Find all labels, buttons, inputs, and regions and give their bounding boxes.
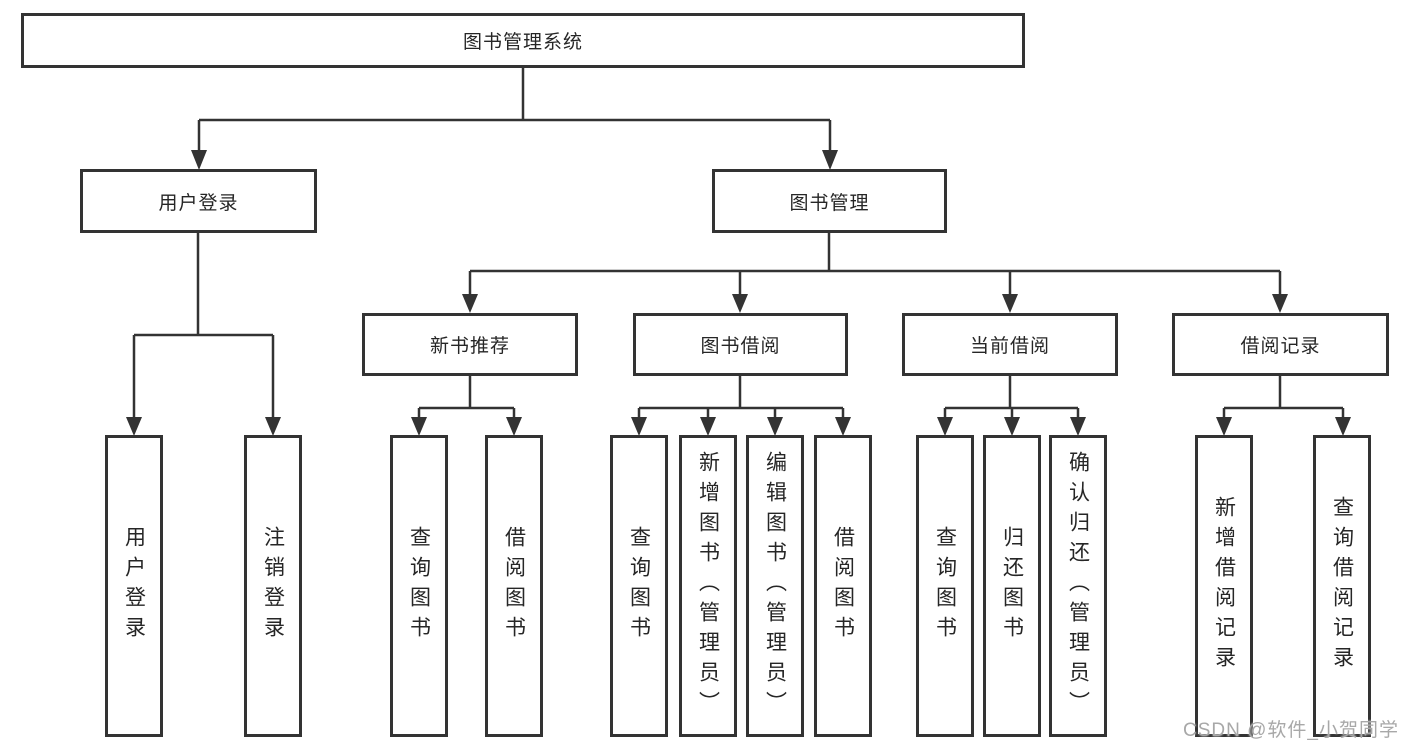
node-book-management: 图书管理 [712, 169, 947, 233]
node-root-system: 图书管理系统 [21, 13, 1025, 68]
node-book-borrow: 图书借阅 [633, 313, 848, 376]
leaf-label: 借阅图书 [831, 526, 855, 646]
leaf-user-login: 用户登录 [105, 435, 163, 737]
leaf-label: 编辑图书（管理员） [763, 451, 787, 721]
node-user-login: 用户登录 [80, 169, 317, 233]
csdn-watermark: CSDN @软件_小贺同学 [1183, 720, 1399, 741]
node-label: 图书管理系统 [462, 32, 583, 53]
node-label: 借阅记录 [1240, 336, 1321, 357]
leaf-return-books: 归还图书 [983, 435, 1041, 737]
node-label: 图书管理 [789, 192, 870, 214]
leaf-borrow-books-recommend: 借阅图书 [485, 435, 543, 737]
leaf-label: 查询图书 [407, 526, 431, 646]
node-current-borrow: 当前借阅 [902, 313, 1118, 376]
leaf-label: 查询图书 [933, 526, 957, 646]
leaf-label: 借阅图书 [502, 526, 526, 646]
leaf-confirm-return-admin: 确认归还（管理员） [1049, 435, 1107, 737]
leaf-label: 新增借阅记录 [1212, 496, 1236, 676]
leaf-label: 查询图书 [627, 526, 651, 646]
leaf-label: 查询借阅记录 [1330, 496, 1354, 676]
leaf-edit-books-admin: 编辑图书（管理员） [746, 435, 804, 737]
leaf-label: 确认归还（管理员） [1066, 451, 1090, 721]
leaf-add-borrow-record: 新增借阅记录 [1195, 435, 1253, 737]
leaf-logout: 注销登录 [244, 435, 302, 737]
node-new-book-recommend: 新书推荐 [362, 313, 578, 376]
leaf-query-books-recommend: 查询图书 [390, 435, 448, 737]
node-label: 用户登录 [158, 192, 239, 214]
leaf-label: 用户登录 [122, 526, 146, 646]
leaf-query-books-current: 查询图书 [916, 435, 974, 737]
node-label: 图书借阅 [700, 336, 781, 357]
leaf-query-borrow-record: 查询借阅记录 [1313, 435, 1371, 737]
leaf-label: 归还图书 [1000, 526, 1024, 646]
node-label: 当前借阅 [969, 336, 1050, 357]
leaf-label: 注销登录 [261, 526, 285, 646]
leaf-query-books-borrow: 查询图书 [610, 435, 668, 737]
node-label: 新书推荐 [429, 336, 510, 357]
leaf-add-books-admin: 新增图书（管理员） [679, 435, 737, 737]
node-borrow-records: 借阅记录 [1172, 313, 1389, 376]
leaf-borrow-books: 借阅图书 [814, 435, 872, 737]
leaf-label: 新增图书（管理员） [696, 451, 720, 721]
